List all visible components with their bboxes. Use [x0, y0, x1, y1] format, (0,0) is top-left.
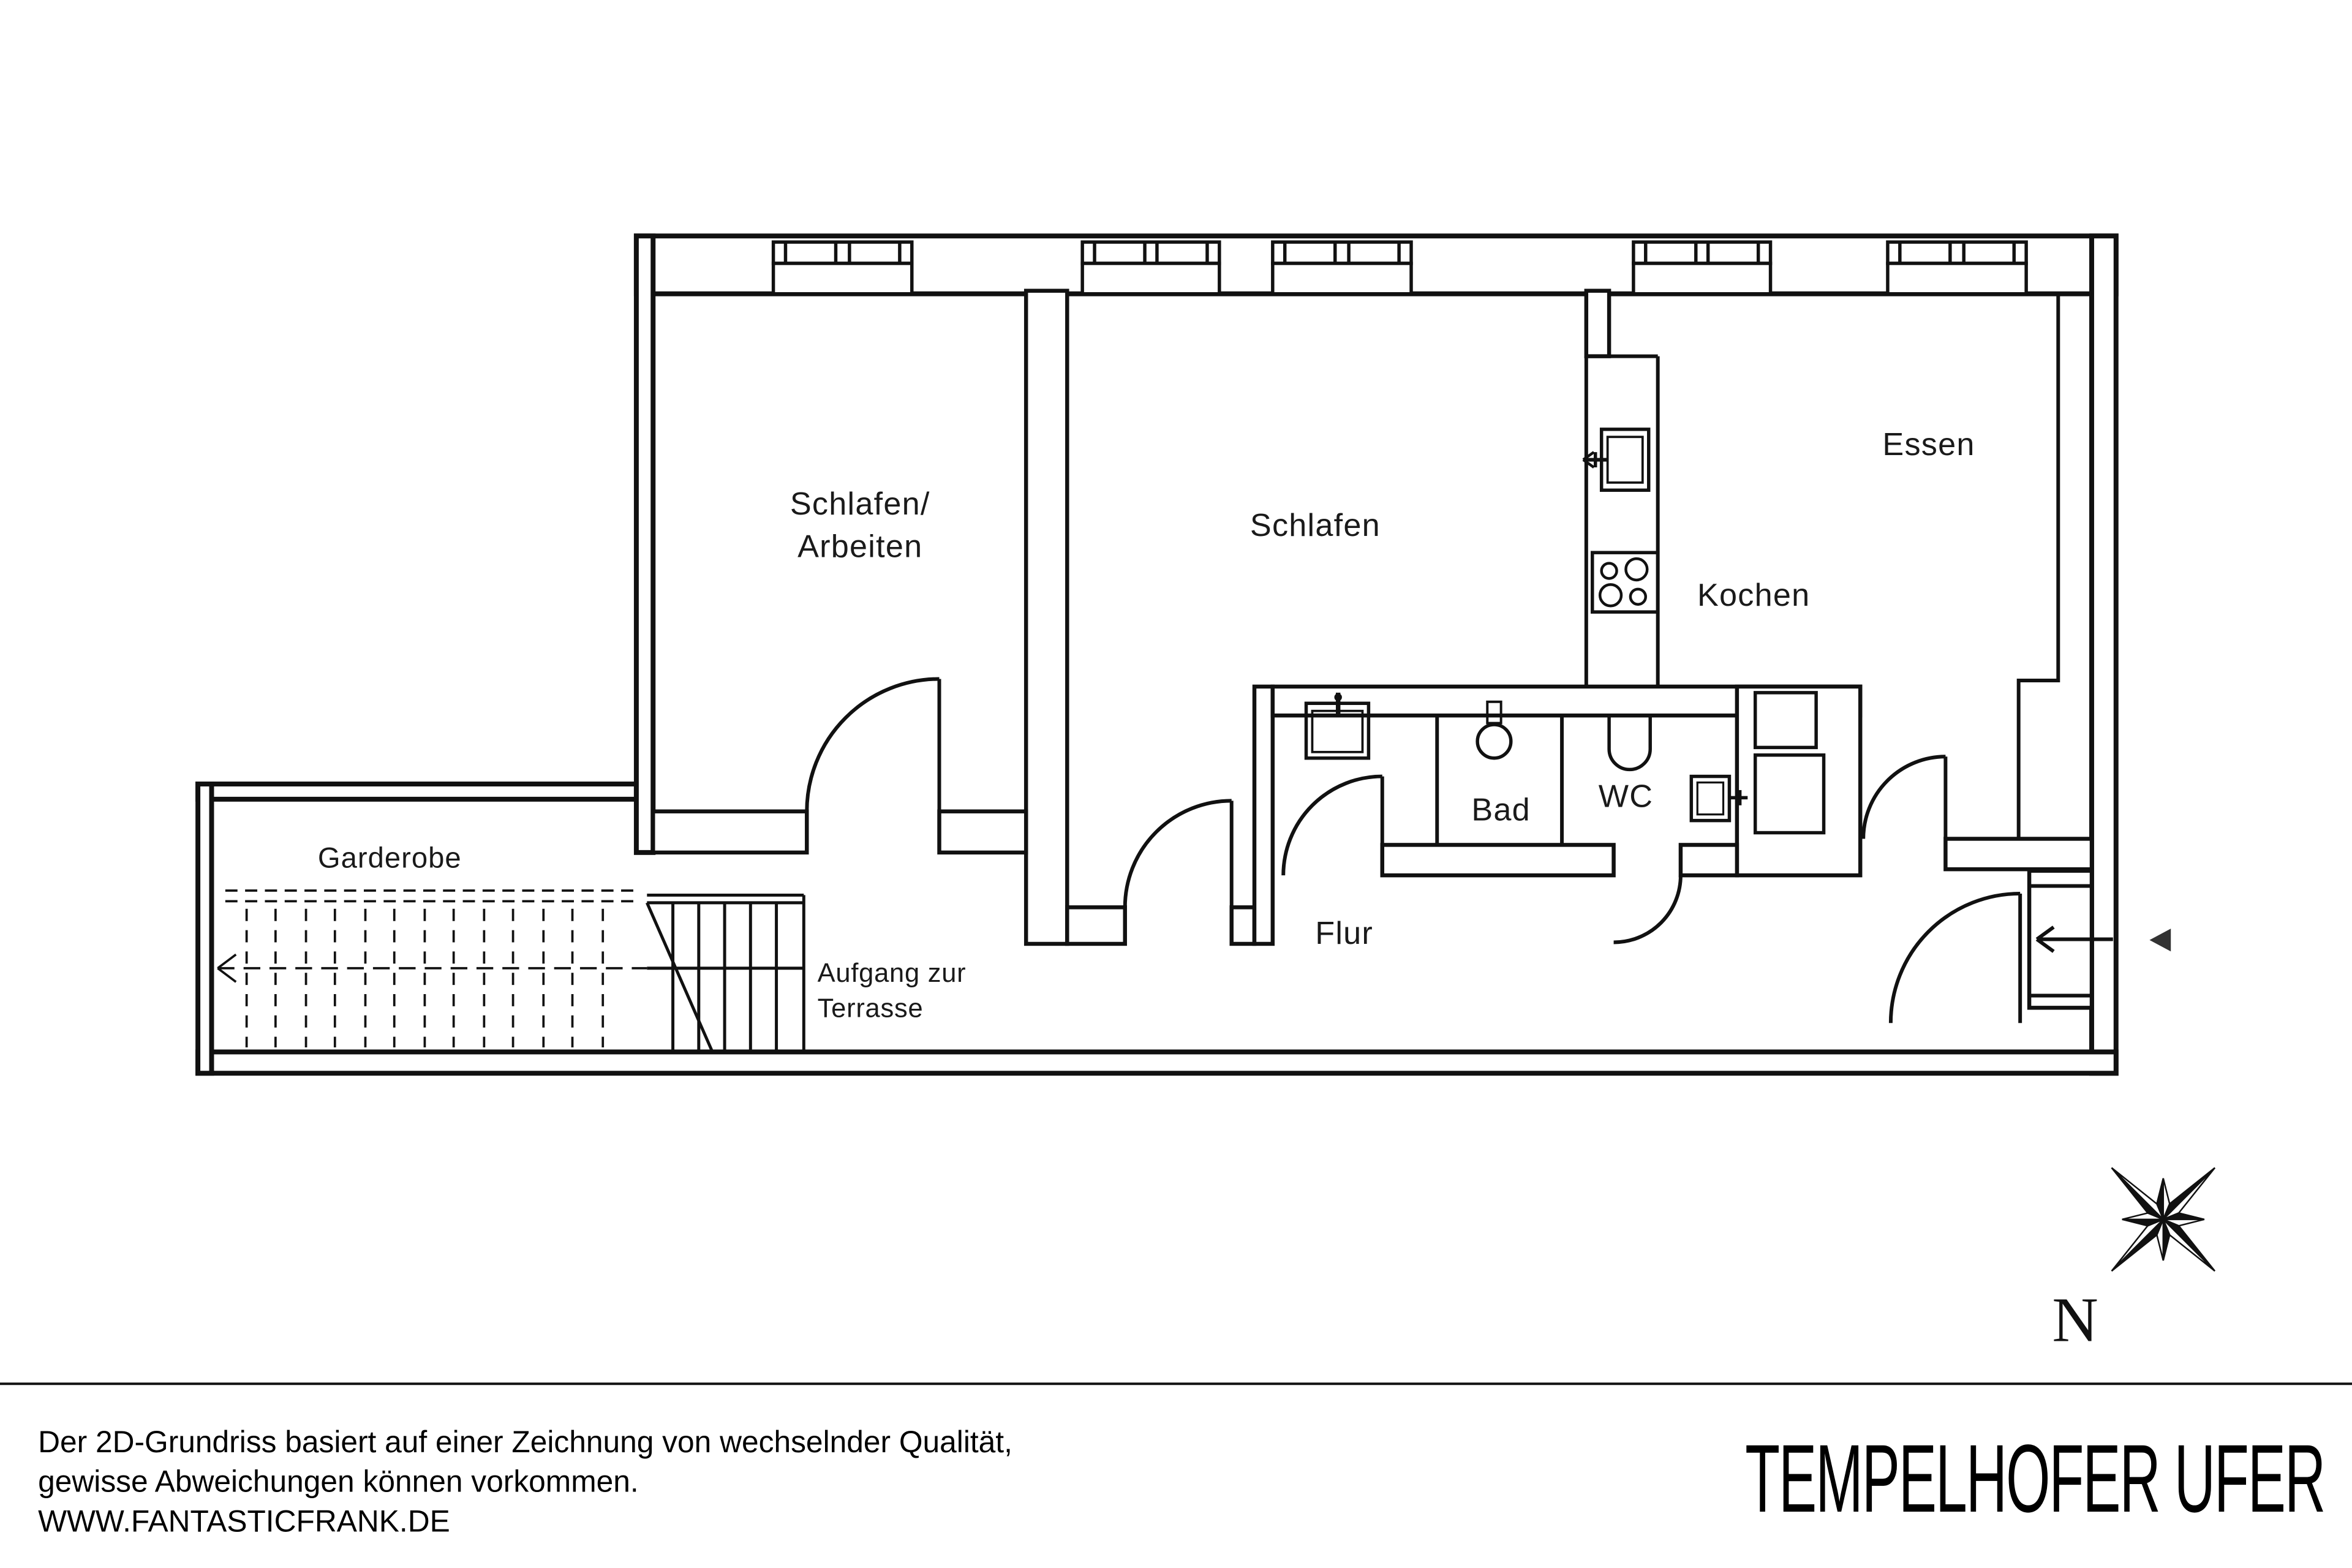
wall-sa-bottom-east: [937, 809, 1028, 855]
exterior-walls: [195, 233, 2119, 1076]
bad-sink-icon: [1304, 692, 1371, 760]
bad-toilet-icon: [1476, 700, 1513, 760]
page-title: TEMPELHOFER UFER: [1745, 1425, 2324, 1532]
room-label-wc: WC: [1599, 778, 1653, 814]
room-label-schlafen-arbeiten-1: Schlafen/: [790, 486, 930, 522]
room-label-schlafen: Schlafen: [1250, 508, 1381, 543]
footer-disclaimer-1: Der 2D-Grundriss basiert auf einer Zeich…: [38, 1425, 1012, 1459]
wall-corridor-left: [195, 782, 214, 1076]
compass-north-label: N: [2052, 1284, 2098, 1355]
door-schlafen-arbeiten: [805, 677, 941, 812]
wall-bad-vestibule: [1252, 684, 1275, 946]
wall-schlafen-bottom-west: [1065, 905, 1127, 946]
door-bad: [1281, 774, 1384, 876]
door-entry: [1888, 891, 2022, 1023]
stairs-annotation-2: Terrasse: [818, 993, 924, 1023]
doors: [805, 677, 2022, 1023]
wall-bottom: [195, 1049, 2119, 1076]
wall-bedroom-divider: [1023, 288, 1069, 946]
interior-walls: [651, 288, 2094, 1010]
bathroom-fixtures: [1304, 691, 1826, 835]
room-label-bad: Bad: [1471, 793, 1531, 828]
wall-bad-bottom-band: [1380, 843, 1616, 878]
direction-marker-icon: [2149, 929, 2171, 952]
wall-sa-bottom-west: [651, 809, 809, 855]
wall-schlafen-bottom-east: [1229, 905, 1257, 946]
window: [1271, 240, 1413, 296]
wall-corridor-top: [195, 782, 639, 802]
wc-sink-icon: [1689, 774, 1748, 823]
wall-kitchen-stub: [1584, 288, 1611, 358]
stairs-break-line: [646, 902, 714, 1053]
windows: [771, 240, 2028, 296]
door-essen: [1861, 755, 1948, 839]
door-wc: [1613, 875, 1683, 944]
compass-point: [2111, 1167, 2164, 1220]
stairs-annotation-1: Aufgang zur: [818, 959, 967, 988]
wall-main-left: [633, 233, 656, 855]
wall-shaft-block: [1735, 684, 1863, 878]
room-label-essen: Essen: [1882, 427, 1975, 462]
stairs-dashed-section: [217, 889, 647, 1047]
compass-point: [2162, 1218, 2215, 1272]
wc-toilet-icon: [1607, 714, 1652, 772]
room-label-garderobe: Garderobe: [318, 842, 462, 875]
window: [1632, 240, 1773, 296]
wall-essen-right-inner: [2016, 293, 2060, 839]
compass-point: [2111, 1218, 2164, 1272]
footer-website-link: WWW.FANTASTICFRANK.DE: [38, 1504, 450, 1538]
room-labels: Schlafen/ Arbeiten Schlafen Kochen Essen…: [318, 427, 1975, 1023]
footer-disclaimer-2: gewisse Abweichungen können vorkommen.: [38, 1464, 639, 1499]
kitchen-sink-icon: [1582, 428, 1651, 492]
stairs-direction-arrow-icon: [217, 953, 237, 983]
wall-essen-bottom-band: [1943, 837, 2094, 872]
compass-rose-icon: [2111, 1167, 2216, 1272]
room-label-schlafen-arbeiten-2: Arbeiten: [797, 529, 922, 565]
window: [1886, 240, 2028, 296]
room-label-kochen: Kochen: [1697, 578, 1810, 613]
compass-point: [2162, 1167, 2216, 1220]
wall-wc-bottom-band: [1678, 843, 1740, 878]
kitchen-fixtures: [1582, 354, 1660, 687]
window: [771, 240, 914, 296]
entry-arrow-icon: [2035, 925, 2113, 953]
stairs-solid-section: [646, 893, 805, 1053]
wall-right: [2089, 233, 2119, 1076]
shaft-closets: [1753, 691, 1826, 835]
window: [1080, 240, 1221, 296]
interior-wall-lines: [1435, 293, 2092, 998]
room-label-flur: Flur: [1315, 916, 1373, 951]
stove-icon: [1591, 551, 1660, 614]
door-schlafen: [1123, 799, 1234, 908]
